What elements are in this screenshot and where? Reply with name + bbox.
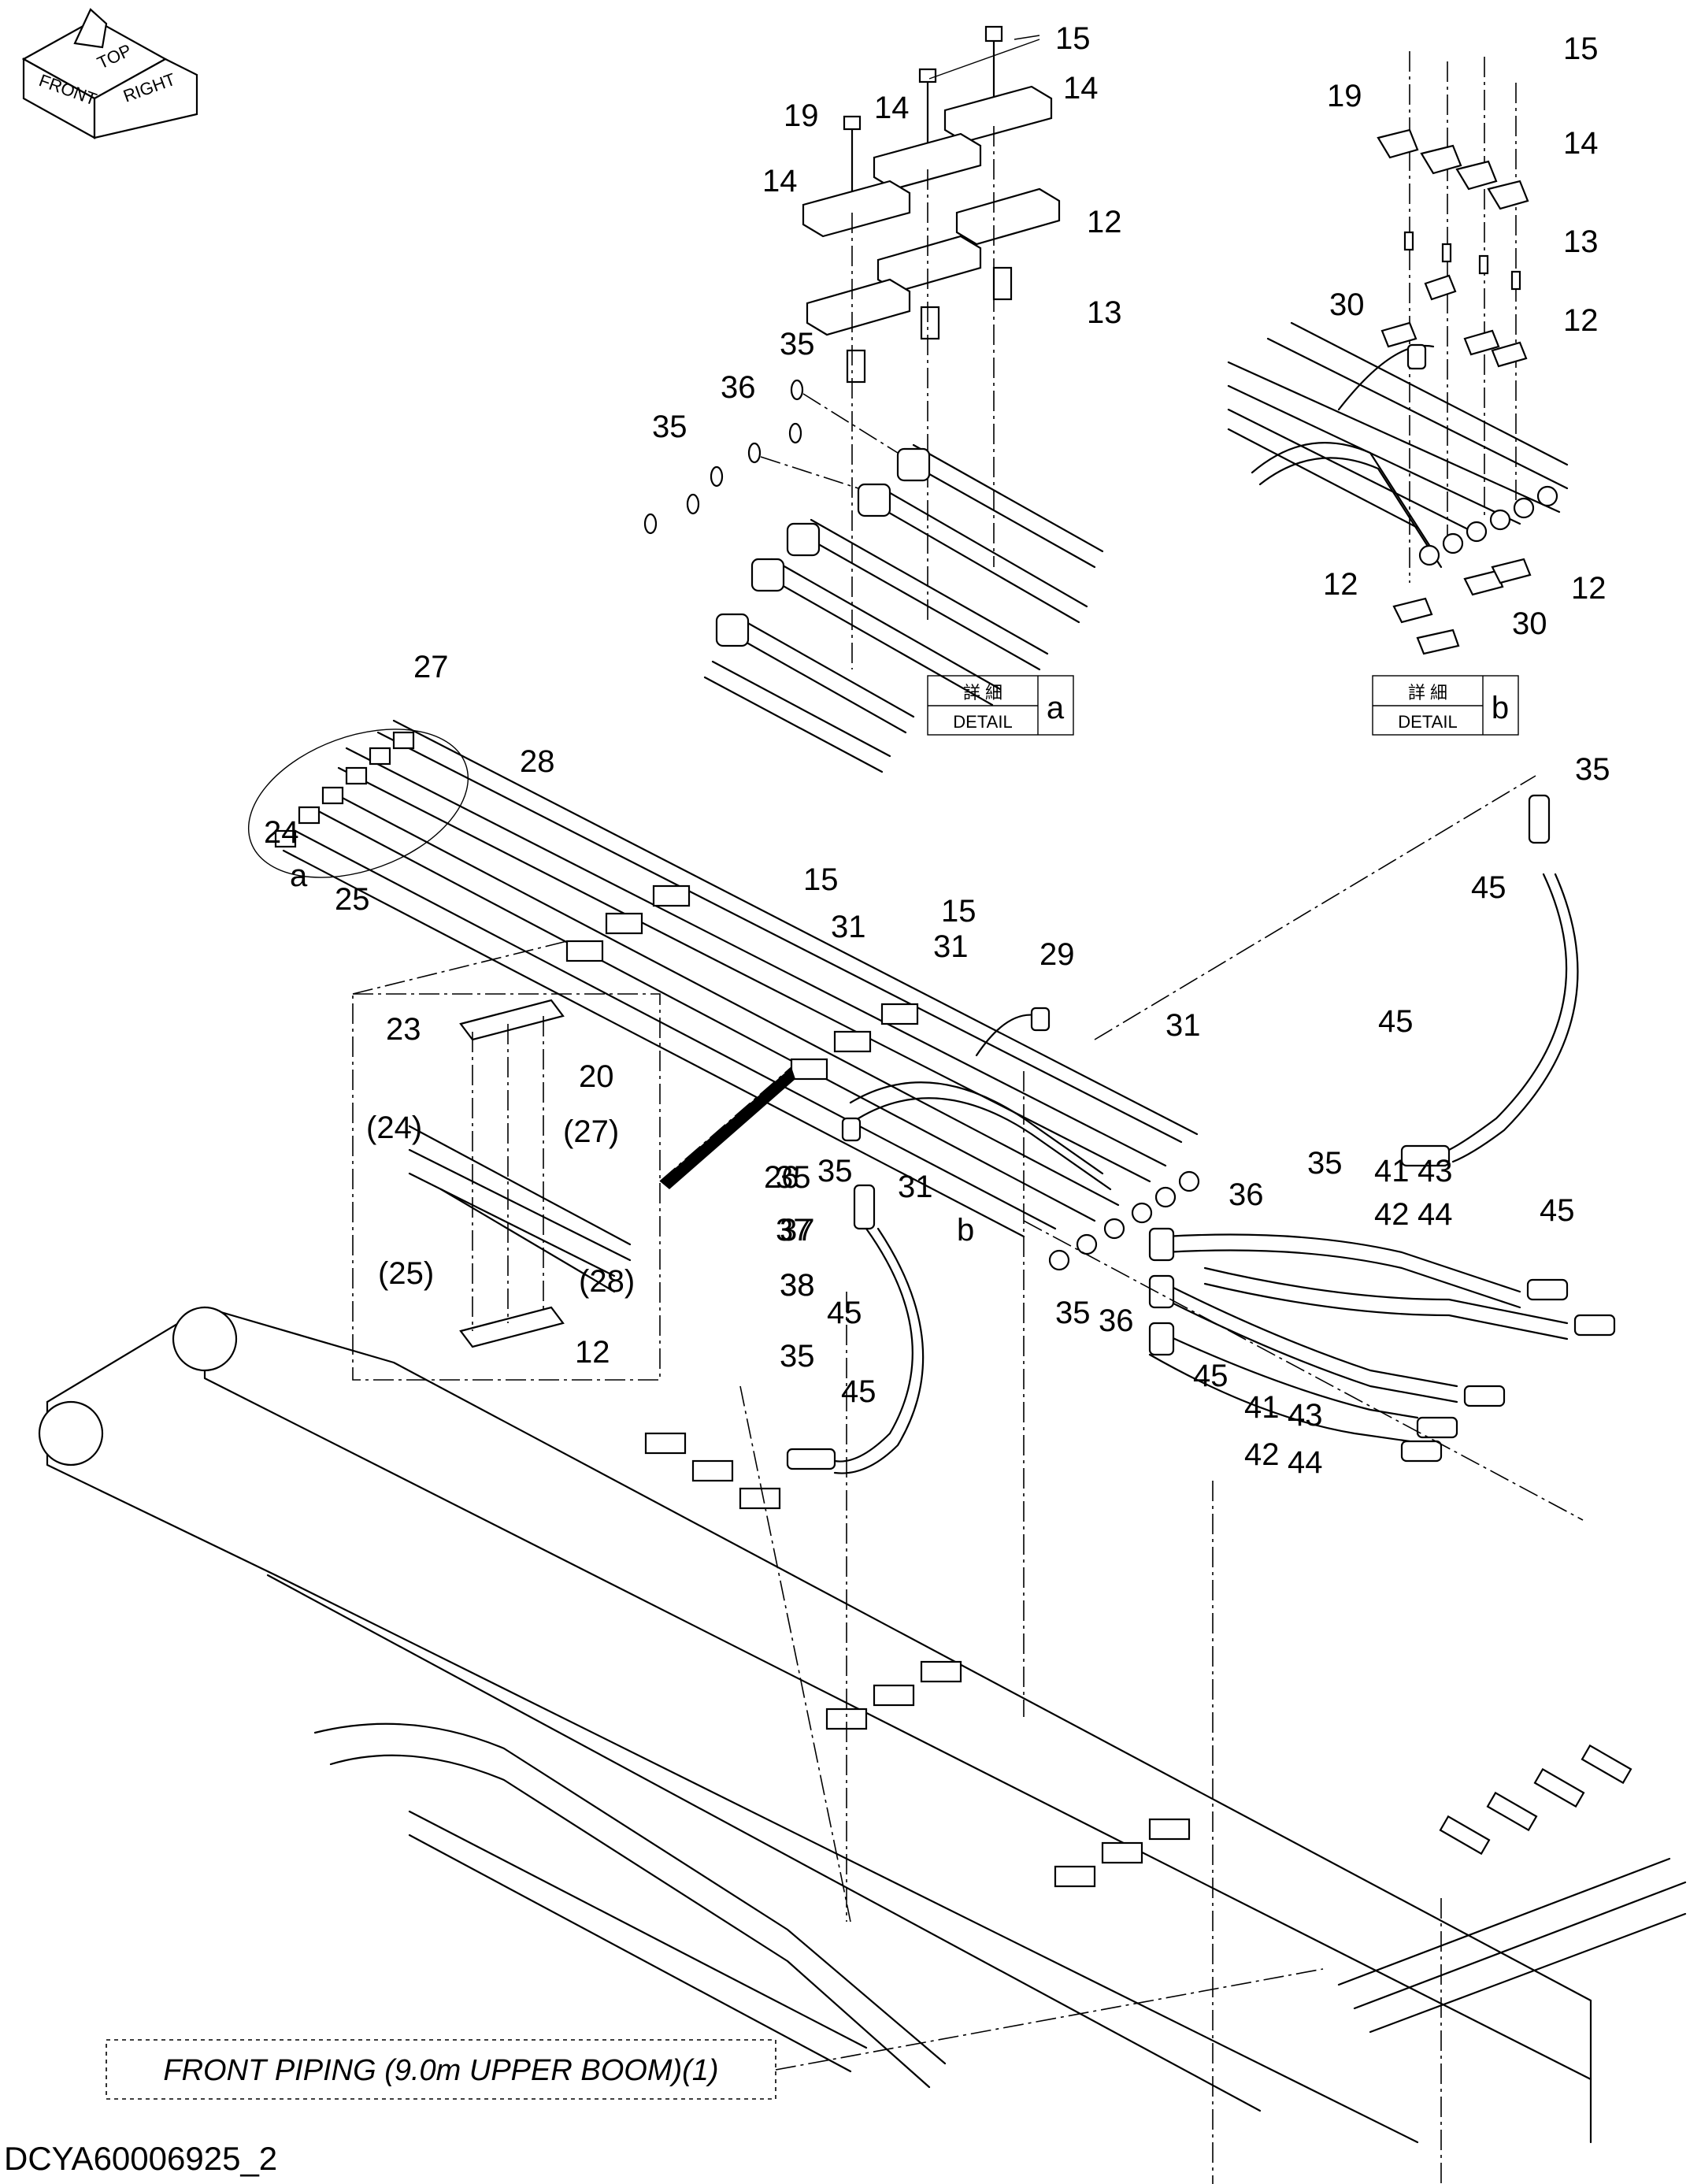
detail-a-jp: 詳 細: [963, 683, 1002, 703]
callout: 41: [1244, 1390, 1280, 1425]
callout: (27): [563, 1114, 619, 1149]
callout: 37: [776, 1213, 811, 1248]
callout: 27: [413, 650, 449, 684]
callout: 14: [874, 91, 910, 125]
callout: 35: [817, 1154, 853, 1188]
callout: 45: [1378, 1004, 1414, 1039]
callout: 24: [264, 815, 299, 850]
document-id: DCYA60006925_2: [4, 2140, 277, 2177]
callout: 35: [1307, 1146, 1343, 1181]
callout: 35: [780, 327, 815, 362]
pipe-assembly: [247, 719, 1200, 1271]
callout: 30: [1329, 287, 1365, 322]
detail-a-label: 詳 細 DETAIL a: [927, 675, 1074, 736]
callout: 38: [780, 1268, 815, 1303]
callout: 31: [898, 1170, 933, 1204]
callout: a: [290, 858, 308, 893]
detail-a-callouts: 15 14 14 19 14 12 13 35 36 35: [652, 21, 1122, 444]
callout: 13: [1563, 224, 1599, 259]
title-box: FRONT PIPING (9.0m UPPER BOOM)(1): [106, 1968, 1324, 2100]
callout: (24): [366, 1111, 422, 1145]
callout: 35: [776, 1160, 811, 1195]
callout: 44: [1288, 1445, 1323, 1480]
callout: 35: [1575, 752, 1610, 787]
callout: 14: [1563, 126, 1599, 161]
callout: 12: [1323, 567, 1358, 602]
detail-b-jp: 詳 細: [1408, 683, 1447, 703]
detail-b-en: DETAIL: [1398, 712, 1457, 732]
callout: 23: [386, 1012, 421, 1047]
callout: 45: [1471, 870, 1506, 905]
callout: 43: [1418, 1154, 1453, 1188]
callout: 15: [1055, 21, 1091, 56]
callout: 15: [1563, 32, 1599, 66]
detail-b-label: 詳 細 DETAIL b: [1372, 675, 1519, 736]
callout: 19: [1327, 79, 1362, 113]
main-callouts: 27 28 24 a 25 15 31 15 31 29 31 35 37 38…: [264, 650, 1610, 1480]
callout: 45: [1193, 1359, 1228, 1393]
boom-structure: [38, 775, 1687, 2184]
callout: 31: [1166, 1008, 1201, 1043]
callout: 15: [803, 862, 839, 897]
callout: 36: [1228, 1177, 1264, 1212]
detail-a-en: DETAIL: [953, 712, 1012, 732]
orientation-icon: FRONT TOP RIGHT: [21, 8, 198, 139]
callout: 31: [831, 910, 866, 944]
detail-a-drawing: [643, 25, 1104, 773]
callout: 14: [762, 164, 798, 198]
callout: 35: [1055, 1296, 1091, 1330]
inset-callouts: 23 20 (24) (27) (25) (28) 12: [366, 1012, 635, 1370]
detail-b-callouts: 15 19 14 13 30 12 12 12 30: [1323, 32, 1606, 641]
callout: (28): [579, 1264, 635, 1299]
callout: 35: [780, 1339, 815, 1374]
callout: 26: [764, 1160, 799, 1195]
callout: 29: [1040, 937, 1075, 972]
detail-b-drawing: [1227, 51, 1569, 655]
callout: 36: [1099, 1303, 1134, 1338]
callout: 35: [652, 410, 687, 444]
callout: 13: [1087, 295, 1122, 330]
callout: 45: [1540, 1193, 1575, 1228]
callout: 43: [1288, 1398, 1323, 1433]
callout: 45: [841, 1374, 876, 1409]
callout: 12: [575, 1335, 610, 1370]
callout: 36: [721, 370, 756, 405]
callout: 42: [1244, 1437, 1280, 1472]
callout: 30: [1512, 606, 1547, 641]
page-title: FRONT PIPING (9.0m UPPER BOOM)(1): [163, 2054, 718, 2087]
callout: 41: [1374, 1154, 1410, 1188]
detail-a-letter: a: [1047, 691, 1065, 725]
inset-detail: [352, 940, 795, 1381]
callout: 31: [933, 929, 969, 964]
center-hose: [786, 1184, 925, 1474]
detail-b-letter: b: [1492, 691, 1509, 725]
callout: 38: [780, 1268, 815, 1303]
callout: (25): [378, 1256, 434, 1291]
callout: 12: [1571, 571, 1606, 606]
callout: 15: [941, 894, 976, 929]
callout: 42: [1374, 1197, 1410, 1232]
callout: 45: [827, 1296, 862, 1330]
callout: 12: [1087, 205, 1122, 239]
callout: 37: [780, 1213, 815, 1248]
callout: 25: [335, 882, 370, 917]
callout: b: [957, 1213, 974, 1248]
callout: 14: [1063, 71, 1099, 106]
callout: 12: [1563, 303, 1599, 338]
callout: 44: [1418, 1197, 1453, 1232]
callout: 19: [784, 98, 819, 133]
callout: 28: [520, 744, 555, 779]
hose-assembly: [1148, 794, 1616, 1463]
callout: 20: [579, 1059, 614, 1094]
